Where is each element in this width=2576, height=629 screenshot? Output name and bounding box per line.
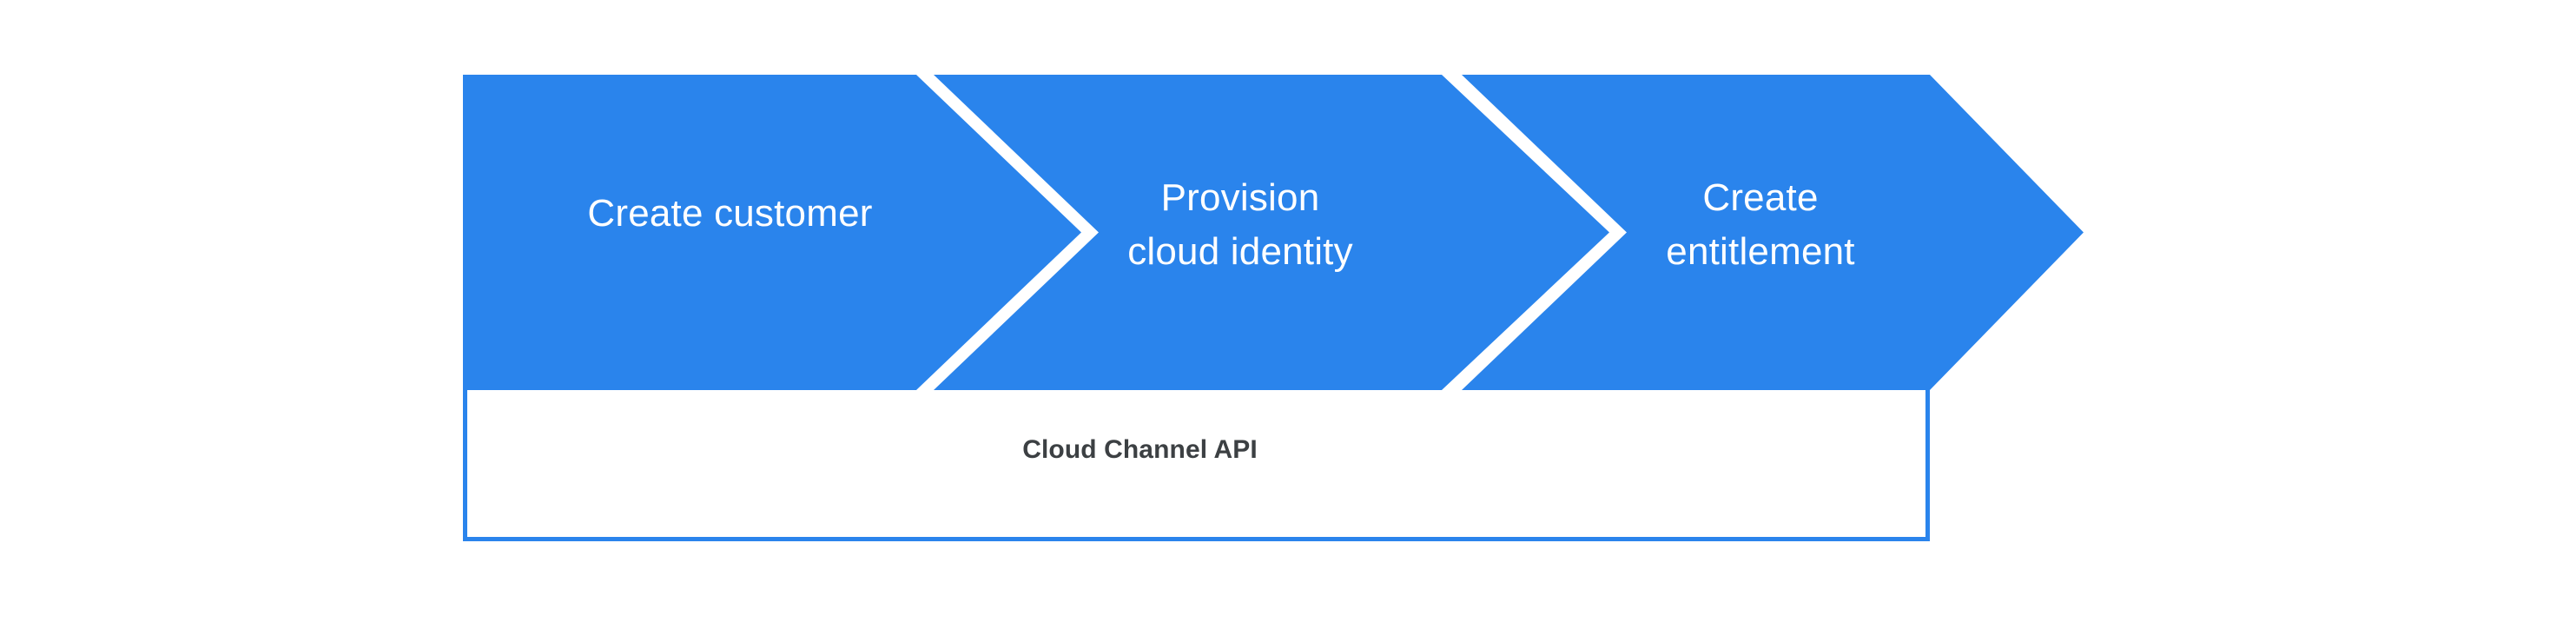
chevron-band [463,75,2084,390]
cloud-channel-api-label: Cloud Channel API [1022,434,1258,464]
chevron-shape-step-1[interactable] [463,75,1081,390]
cloud-channel-api-bar[interactable]: Cloud Channel API [463,390,1930,541]
chevron-shape-step-2[interactable] [934,75,1609,390]
chevron-shape-step-3[interactable] [1462,75,2084,390]
cloud-channel-api-bar-inner: Cloud Channel API [467,436,1925,477]
